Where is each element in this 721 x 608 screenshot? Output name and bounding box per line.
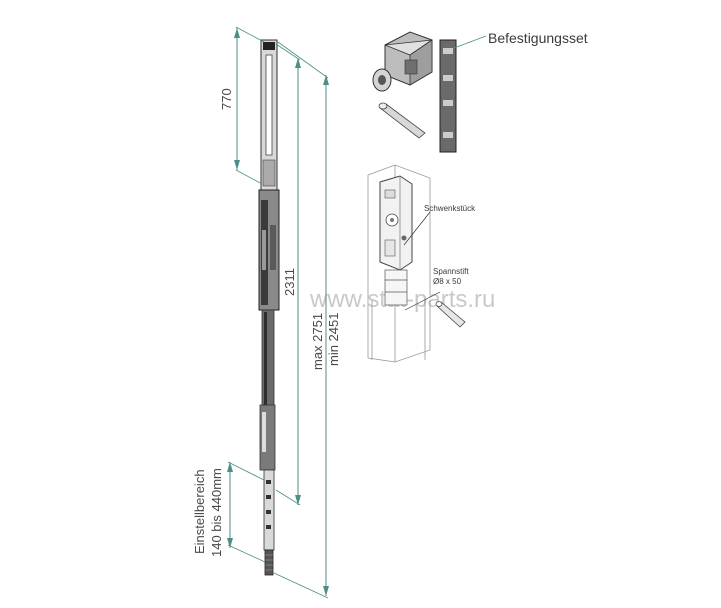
dimension-2311-label: 2311 xyxy=(282,268,297,296)
fixing-set-label: Befestigungsset xyxy=(488,30,588,46)
swivel-piece-label: Schwenkstück xyxy=(424,204,476,213)
rod-assembly xyxy=(258,39,280,576)
dimension-770: 770 xyxy=(219,26,265,185)
dimension-min-label: min 2451 xyxy=(326,313,341,366)
dimension-max-label: max 2751 xyxy=(310,313,325,370)
pin-label-2: Ø8 x 50 xyxy=(433,277,462,286)
pin-label-1: Spannstift xyxy=(433,267,469,276)
adjust-range-label-2: 140 bis 440mm xyxy=(209,468,224,557)
swivel-detail-illustration xyxy=(367,164,466,363)
adjust-range-label-1: Einstellbereich xyxy=(192,469,207,554)
dimension-770-label: 770 xyxy=(219,88,234,110)
fixing-set-illustration xyxy=(372,31,487,153)
dimension-2311: 2311 xyxy=(275,43,301,506)
dimension-adjust-range: Einstellbereich 140 bis 440mm xyxy=(192,461,266,563)
dimension-max-min: max 2751 min 2451 xyxy=(273,41,341,599)
